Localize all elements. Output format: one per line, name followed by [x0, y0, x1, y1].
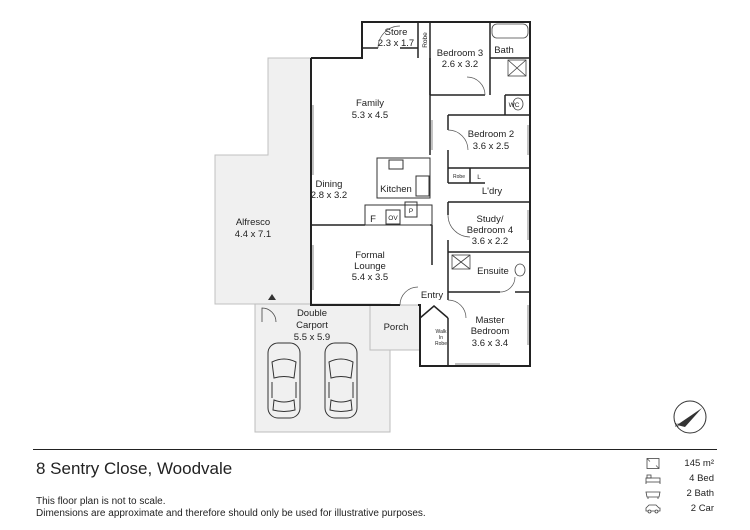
store-label: Store: [385, 27, 408, 38]
dining-size: 2.8 x 3.2: [311, 190, 347, 201]
windows: [312, 105, 529, 365]
lounge-size: 5.4 x 3.5: [352, 272, 388, 283]
property-stats: 145 m² 4 Bed 2 Bath 2 Car: [640, 456, 720, 516]
stat-bath-value: 2 Bath: [686, 488, 714, 499]
bath-icon: [645, 491, 661, 499]
fridge-label: F: [370, 214, 376, 225]
wir-label-2: In: [439, 335, 443, 341]
stat-car-value: 2 Car: [690, 503, 714, 514]
disclaimer: This floor plan is not to scale. Dimensi…: [36, 496, 426, 520]
carport-size: 5.5 x 5.9: [294, 332, 330, 343]
bedroom2-size: 3.6 x 2.5: [473, 141, 509, 152]
robe-mid-label: Robe: [453, 174, 465, 180]
disclaimer-line-1: This floor plan is not to scale.: [36, 496, 166, 507]
wir-label-3: Robe: [435, 341, 447, 347]
lounge-label-2: Lounge: [354, 261, 386, 272]
wc-label: WC: [509, 102, 520, 109]
porch-label: Porch: [384, 322, 409, 333]
carport-label-2: Carport: [296, 320, 328, 331]
bedroom3-size: 2.6 x 3.2: [442, 59, 478, 70]
footer-divider: [33, 449, 717, 450]
stat-bath: 2 Bath: [640, 486, 720, 501]
floor-area-icon: [646, 458, 660, 469]
stat-bed: 4 Bed: [640, 471, 720, 486]
study-label-2: Bedroom 4: [467, 225, 513, 236]
car-right: [324, 342, 358, 419]
entry-label: Entry: [421, 290, 443, 301]
car-left: [267, 342, 301, 419]
linen-label: L: [477, 174, 481, 181]
entry-arrow: [268, 294, 276, 300]
door-swings: [377, 25, 516, 319]
stat-car: 2 Car: [640, 501, 720, 516]
compass-icon: N: [673, 400, 707, 434]
laundry-label: L'dry: [482, 186, 503, 197]
pantry-label: P: [409, 208, 413, 215]
floor-plan: N Store 2.3 x 1.7 Robe Bedroom 3 2.6 x 3…: [214, 21, 707, 434]
property-address: 8 Sentry Close, Woodvale: [36, 459, 233, 478]
stat-area-value: 145 m²: [684, 458, 714, 469]
kitchen-fixtures: [364, 157, 433, 226]
bed-icon: [645, 474, 661, 484]
family-label: Family: [356, 98, 384, 109]
master-label: Master: [475, 315, 504, 326]
master-label-2: Bedroom: [471, 326, 510, 337]
svg-text:N: N: [675, 423, 679, 429]
alfresco-size: 4.4 x 7.1: [235, 229, 271, 240]
bath-fixtures: [451, 23, 529, 277]
car-icon: [645, 504, 661, 514]
bedroom3-label: Bedroom 3: [437, 48, 483, 59]
outer-walls: [310, 21, 531, 367]
master-size: 3.6 x 3.4: [472, 338, 508, 349]
robe-top-label: Robe: [422, 32, 429, 48]
family-size: 5.3 x 4.5: [352, 110, 388, 121]
store-size: 2.3 x 1.7: [378, 38, 414, 49]
stat-bed-value: 4 Bed: [689, 473, 714, 484]
study-label: Study/: [477, 214, 504, 225]
disclaimer-line-2: Dimensions are approximate and therefore…: [36, 508, 426, 519]
study-size: 3.6 x 2.2: [472, 236, 508, 247]
side-door: [261, 307, 277, 323]
carport-area: [254, 303, 391, 433]
carport-label: Double: [297, 308, 327, 319]
bath-label: Bath: [494, 45, 514, 56]
lounge-label: Formal: [355, 250, 385, 261]
dining-label: Dining: [316, 179, 343, 190]
ensuite-label: Ensuite: [477, 266, 509, 277]
interior-walls: [311, 22, 530, 366]
alfresco-label: Alfresco: [236, 217, 270, 228]
wir-label: Walk: [436, 329, 447, 335]
bedroom2-label: Bedroom 2: [468, 129, 514, 140]
kitchen-label: Kitchen: [380, 184, 412, 195]
stat-area: 145 m²: [640, 456, 720, 471]
oven-label: OV: [388, 215, 398, 222]
